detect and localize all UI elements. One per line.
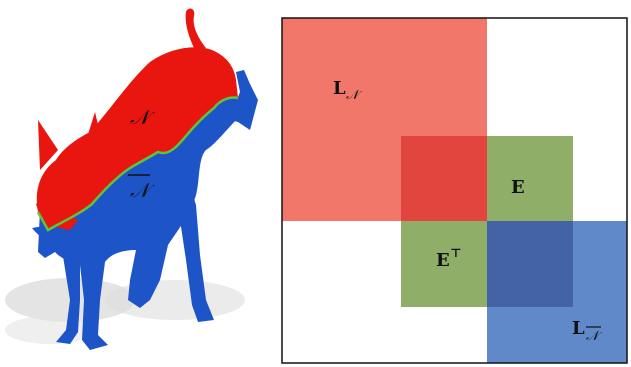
matrix-frame (281, 17, 628, 364)
block-e (487, 136, 573, 221)
blue-snout (32, 226, 66, 243)
block-matrix: L 𝒩 E E ⊤ L 𝒩 (281, 17, 628, 364)
region-n (36, 8, 238, 230)
blue-leg (222, 70, 258, 130)
region-boundary (36, 96, 239, 232)
label-l-n-bar: L (572, 318, 585, 339)
blue-leg (56, 250, 80, 344)
red-ear (80, 112, 104, 160)
red-body (36, 47, 238, 230)
label-e: E (511, 177, 525, 198)
blue-body (38, 95, 238, 351)
overlap-top (401, 136, 487, 221)
label-e-transpose: E (436, 250, 450, 271)
block-e-transpose (401, 221, 487, 307)
overlap-bottom (487, 221, 573, 307)
dog-mesh: 𝒩 𝒩 (5, 8, 258, 351)
ground-shadow (5, 316, 95, 344)
label-e-transpose-sup: ⊤ (450, 246, 462, 260)
red-tail (185, 8, 206, 52)
blue-leg (175, 170, 214, 322)
region-n-bar (32, 70, 258, 351)
label-l-n: L (333, 78, 346, 99)
ground-shadow (105, 280, 245, 320)
red-snout (36, 198, 78, 230)
red-ear (38, 120, 58, 170)
